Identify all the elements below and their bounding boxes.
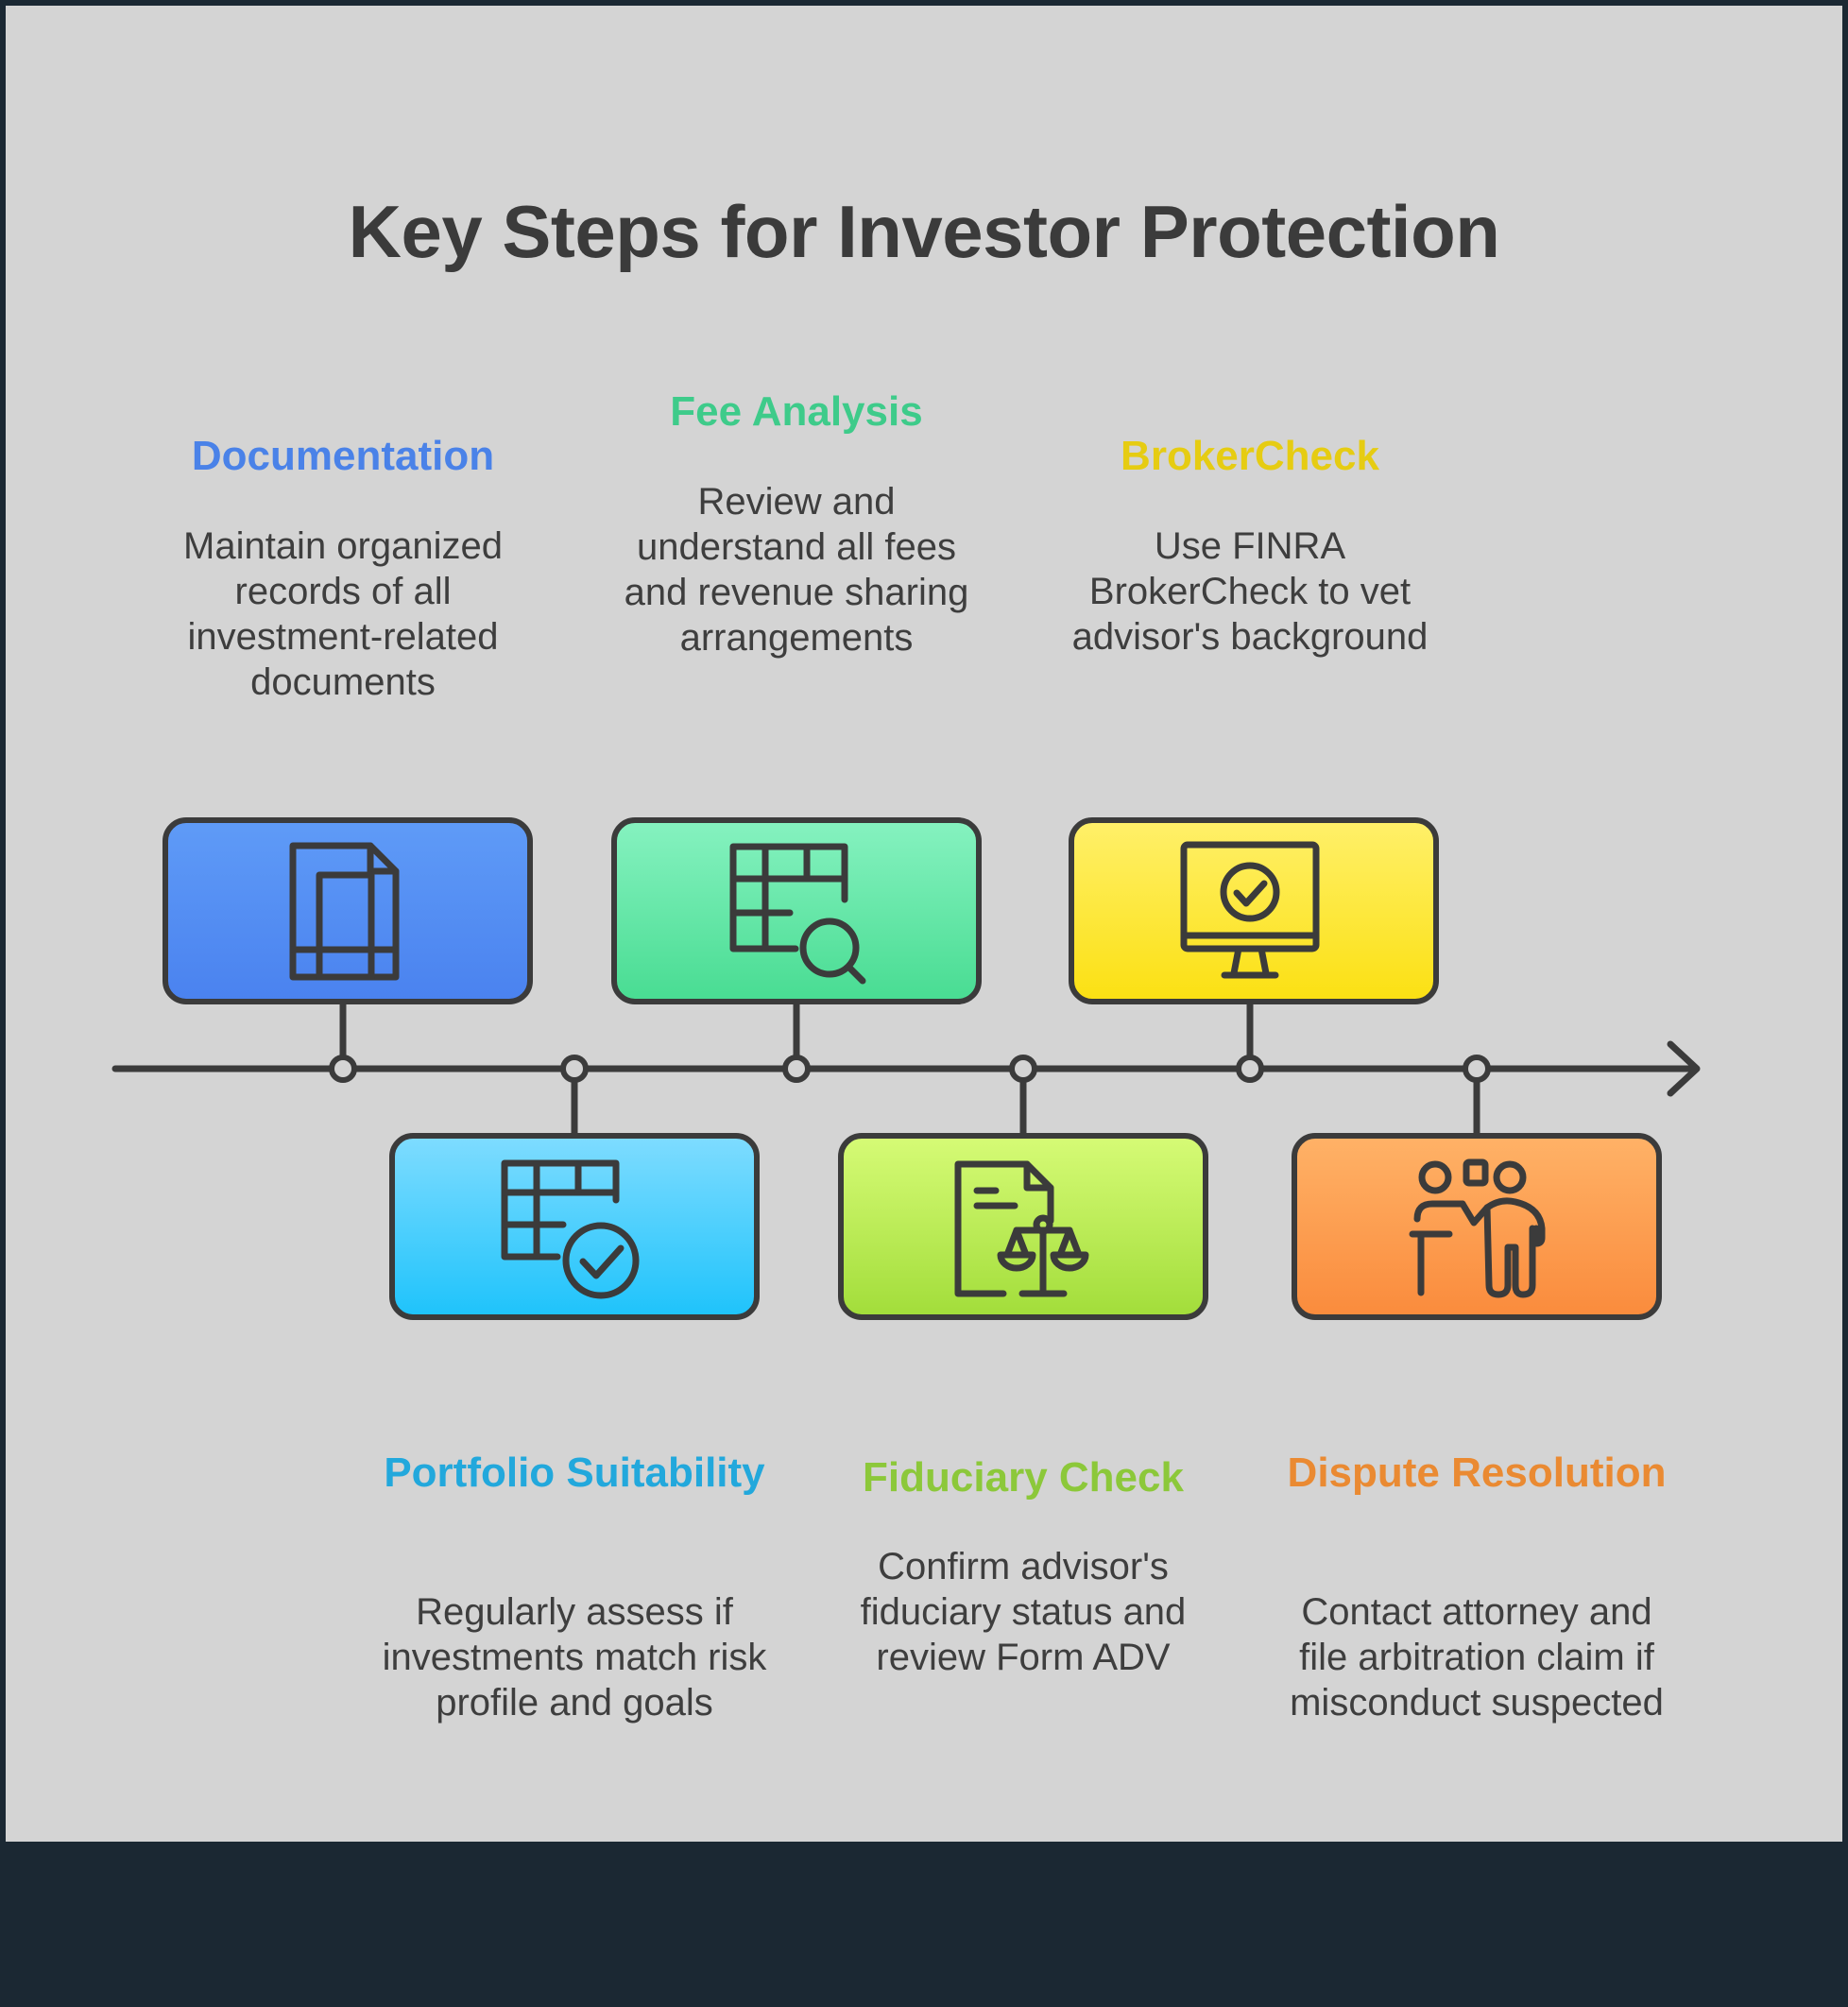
monitor-check-icon <box>1180 841 1320 979</box>
step-title-fee-analysis: Fee Analysis <box>670 388 923 435</box>
step-desc-documentation: Maintain organized records of all invest… <box>183 525 503 703</box>
step-title-brokercheck: BrokerCheck <box>1121 433 1379 479</box>
timeline-node <box>329 1055 357 1083</box>
step-desc-fee-analysis: Review and understand all fees and reven… <box>624 481 969 659</box>
step-desc-portfolio-suitability: Regularly assess if investments match ri… <box>382 1591 767 1724</box>
timeline-node <box>1463 1055 1491 1083</box>
step-desc-fiduciary-check: Confirm advisor's fiduciary status and r… <box>860 1546 1187 1678</box>
document-icon <box>289 842 400 981</box>
timeline-node <box>560 1055 589 1083</box>
brokercheck-box <box>1069 817 1439 1004</box>
step-title-documentation: Documentation <box>191 433 495 479</box>
fiduciary-check-box <box>838 1133 1208 1320</box>
portfolio-suitability-box <box>389 1133 760 1320</box>
table-check-icon <box>501 1159 640 1299</box>
footer-bar <box>0 1842 1848 2007</box>
timeline-node <box>782 1055 811 1083</box>
step-title-fiduciary-check: Fiduciary Check <box>863 1454 1184 1501</box>
documentation-box <box>163 817 533 1004</box>
table-search-icon <box>729 843 866 985</box>
step-title-dispute-resolution: Dispute Resolution <box>1287 1450 1667 1496</box>
step-title-portfolio-suitability: Portfolio Suitability <box>384 1450 765 1496</box>
step-desc-brokercheck: Use FINRA BrokerCheck to vet advisor's b… <box>1071 525 1429 658</box>
step-desc-dispute-resolution: Contact attorney and file arbitration cl… <box>1290 1591 1664 1724</box>
dispute-resolution-box <box>1292 1133 1662 1320</box>
diagram-title: Key Steps for Investor Protection <box>348 190 1500 273</box>
timeline-node <box>1236 1055 1264 1083</box>
fee-analysis-box <box>611 817 982 1004</box>
presenter-icon <box>1409 1158 1546 1298</box>
timeline-node <box>1009 1055 1037 1083</box>
timeline-arrowhead <box>1667 1040 1701 1097</box>
document-scale-icon <box>954 1160 1089 1297</box>
